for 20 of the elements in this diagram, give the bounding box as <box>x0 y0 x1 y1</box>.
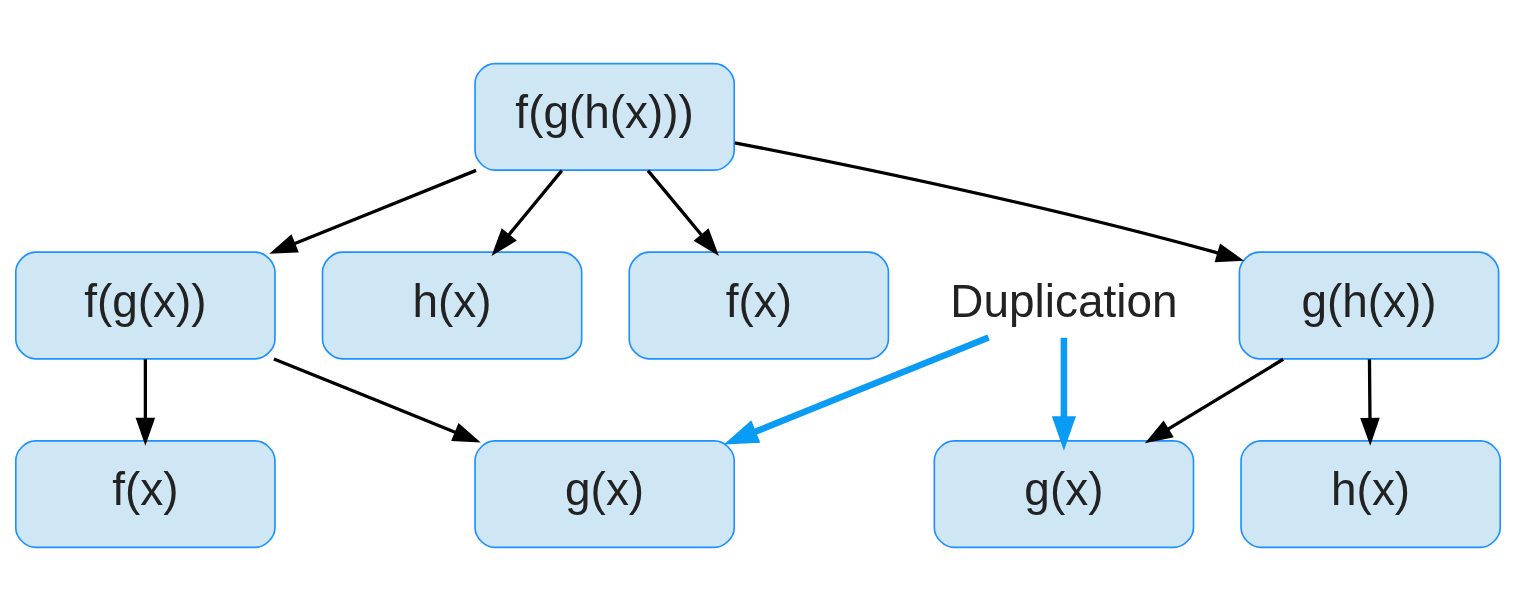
arrow <box>135 359 156 446</box>
arrow <box>273 357 481 443</box>
node-box: g(x) <box>474 440 736 549</box>
node-box: f(x) <box>14 440 276 549</box>
arrow <box>1051 337 1076 451</box>
node-text: Duplication <box>950 274 1178 327</box>
arrow <box>734 141 1245 263</box>
arrow <box>646 169 719 256</box>
node-box: g(h(x)) <box>1238 251 1500 360</box>
arrow <box>269 168 477 254</box>
node-box: h(x) <box>1240 440 1502 549</box>
arrow <box>491 169 563 256</box>
node-box: f(x) <box>628 251 890 360</box>
arrow <box>1360 359 1380 446</box>
node-box: f(g(h(x))) <box>474 62 736 171</box>
node-box: f(g(x)) <box>14 251 276 360</box>
node-box: h(x) <box>321 251 583 360</box>
arrow <box>723 334 990 445</box>
arrow <box>1144 357 1285 444</box>
node-box: g(x) <box>933 440 1195 549</box>
